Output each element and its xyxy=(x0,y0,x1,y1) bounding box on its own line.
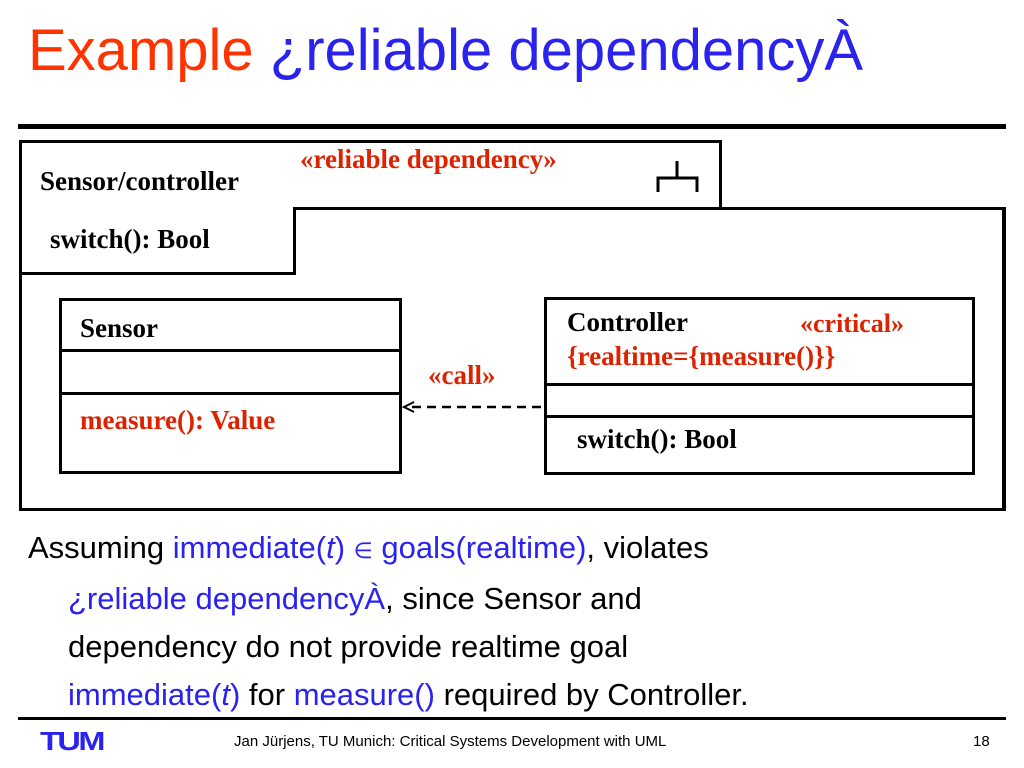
slide-title: Example ¿reliable dependencyÀ xyxy=(28,22,863,80)
controller-tag: {realtime={measure()}} xyxy=(567,341,836,371)
element-of-symbol: ∈ xyxy=(353,538,373,563)
top-rule xyxy=(18,124,1006,129)
subsystem-icon xyxy=(656,161,699,192)
footer-text: Jan Jürjens, TU Munich: Critical Systems… xyxy=(234,733,667,750)
sensor-class xyxy=(59,298,402,474)
page-number: 18 xyxy=(973,733,990,750)
controller-operation: switch(): Bool xyxy=(577,424,737,454)
sensor-name: Sensor xyxy=(80,313,159,343)
text-since: , since Sensor and xyxy=(385,581,642,616)
sensor-operation: measure(): Value xyxy=(80,405,276,435)
call-dependency-arrow xyxy=(401,401,544,413)
package-stereotype: «reliable dependency» xyxy=(300,144,557,174)
sensor-divider-2 xyxy=(59,392,402,395)
title-stereotype: ¿reliable dependencyÀ xyxy=(269,18,864,83)
text-t-2: t xyxy=(221,677,230,712)
controller-stereotype: «critical» xyxy=(800,309,904,338)
controller-class xyxy=(544,297,975,475)
sensor-divider-1 xyxy=(59,349,402,352)
text-violates: , violates xyxy=(586,530,709,565)
title-example: Example xyxy=(28,18,254,83)
controller-name: Controller xyxy=(567,307,688,337)
call-label: «call» xyxy=(428,360,496,390)
text-for: for xyxy=(240,677,294,712)
text-line-4: immediate(t) for measure() required by C… xyxy=(28,671,988,719)
text-line-3: dependency do not provide realtime goal xyxy=(68,629,629,664)
text-assuming: Assuming xyxy=(28,530,173,565)
text-required: required by Controller. xyxy=(434,677,749,712)
controller-divider-1 xyxy=(544,383,975,386)
text-close-1: ) xyxy=(334,530,354,565)
controller-divider-2 xyxy=(544,415,975,418)
text-measure: measure() xyxy=(293,677,435,712)
explanation-text: Assuming immediate(t) ∈ goals(realtime),… xyxy=(28,524,988,719)
text-goals: goals(realtime) xyxy=(372,530,587,565)
package-operation: switch(): Bool xyxy=(50,224,210,254)
text-close-2: ) xyxy=(229,677,241,712)
text-immediate-2: immediate( xyxy=(68,677,222,712)
text-t-1: t xyxy=(326,530,335,565)
text-line-2: ¿reliable dependencyÀ, since Sensor and xyxy=(28,575,988,623)
tum-logo: TUM xyxy=(40,726,105,756)
package-operation-box xyxy=(22,207,296,275)
package-name: Sensor/controller xyxy=(40,166,239,196)
text-stereotype: ¿reliable dependencyÀ xyxy=(68,581,386,616)
bottom-rule xyxy=(18,717,1006,720)
text-immediate-1: immediate( xyxy=(172,530,327,565)
